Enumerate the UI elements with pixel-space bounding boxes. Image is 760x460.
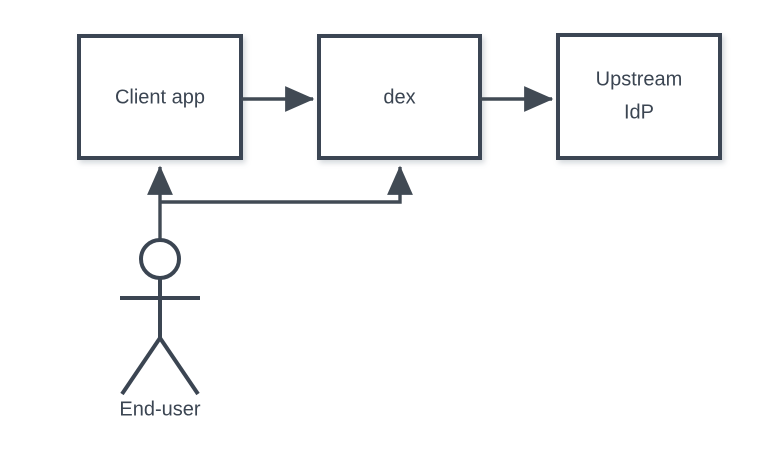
- node-dex-label: dex: [383, 86, 415, 108]
- node-end-user-label: End-user: [119, 398, 200, 420]
- node-dex[interactable]: dex: [317, 34, 482, 160]
- node-client-app-label: Client app: [115, 86, 205, 108]
- node-upstream-idp[interactable]: Upstream IdP: [556, 33, 722, 160]
- edge-user-to-dex-line[interactable]: [160, 165, 413, 204]
- node-end-user[interactable]: End-user: [119, 238, 201, 420]
- actor-head-icon: [139, 238, 181, 280]
- node-client-app-rect[interactable]: [77, 34, 243, 160]
- node-upstream-idp-label-line1: Upstream: [596, 68, 683, 90]
- node-upstream-idp-rect[interactable]: [556, 33, 722, 160]
- actor-right-leg-icon: [158, 336, 200, 396]
- actor-left-leg-icon: [120, 336, 162, 396]
- node-dex-rect[interactable]: [317, 34, 482, 160]
- edge-user-to-dex[interactable]: [160, 165, 413, 204]
- node-client-app[interactable]: Client app: [77, 34, 243, 160]
- node-upstream-idp-label-line2: IdP: [624, 101, 654, 123]
